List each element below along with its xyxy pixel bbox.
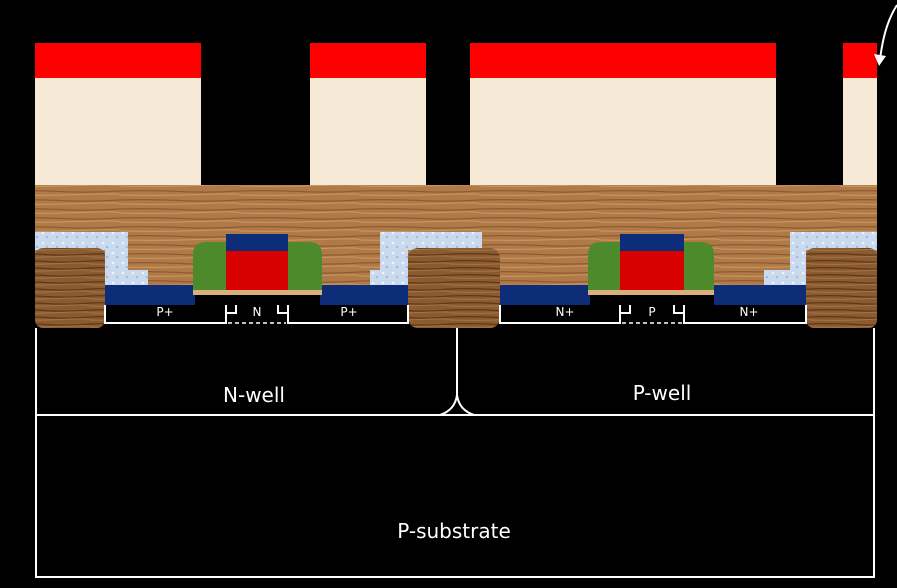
diffusion-contact (714, 285, 806, 305)
isolation-block (806, 248, 877, 328)
gate-oxide (193, 290, 322, 295)
arrow-head-icon (874, 54, 886, 66)
dielectric-pillar (470, 76, 776, 186)
dielectric-pillar (35, 76, 201, 186)
metal-cap (310, 43, 426, 78)
diffusion-contact (105, 285, 195, 305)
metal-cap (470, 43, 776, 78)
gate-poly (620, 250, 684, 290)
dielectric-pillar (843, 76, 877, 186)
trench-isolation (35, 248, 877, 328)
gate-oxide (588, 290, 714, 295)
p-plus-left-label: P+ (156, 305, 173, 319)
diffusion-contact (500, 285, 590, 305)
diffusion-contact (320, 285, 408, 305)
diffusion-contacts (105, 285, 806, 305)
liner-mid (370, 232, 482, 285)
isolation-block (408, 248, 500, 328)
substrate-outline (35, 414, 875, 578)
n-plus-right-label: N+ (739, 305, 758, 319)
liner-right (764, 232, 877, 285)
p-channel-outline (619, 305, 685, 314)
p-channel-label: P (648, 305, 655, 319)
metal-caps (35, 43, 877, 78)
dielectric-pillar (310, 76, 426, 186)
p-plus-right-label: P+ (340, 305, 357, 319)
dielectric-pillars (35, 76, 877, 186)
liner-layer (35, 232, 877, 285)
device-outlines (35, 305, 875, 578)
n-well-label: N-well (223, 383, 285, 407)
gate-poly (226, 250, 288, 290)
n-channel-label: N (253, 305, 262, 319)
metal-cap (35, 43, 201, 78)
gate-cap (620, 234, 684, 251)
isolation-block (35, 248, 105, 328)
nmos-gate (588, 234, 714, 295)
p-well-label: P-well (633, 381, 692, 405)
n-plus-left-label: N+ (555, 305, 574, 319)
p-substrate-label: P-substrate (397, 519, 511, 543)
liner-left (35, 232, 148, 285)
p-well-outline (456, 328, 875, 416)
gate-cap (226, 234, 288, 251)
n-channel-outline (225, 305, 289, 314)
pointer-arrow-icon (879, 4, 897, 61)
pmos-gate (193, 234, 322, 295)
metal-cap (843, 43, 877, 78)
